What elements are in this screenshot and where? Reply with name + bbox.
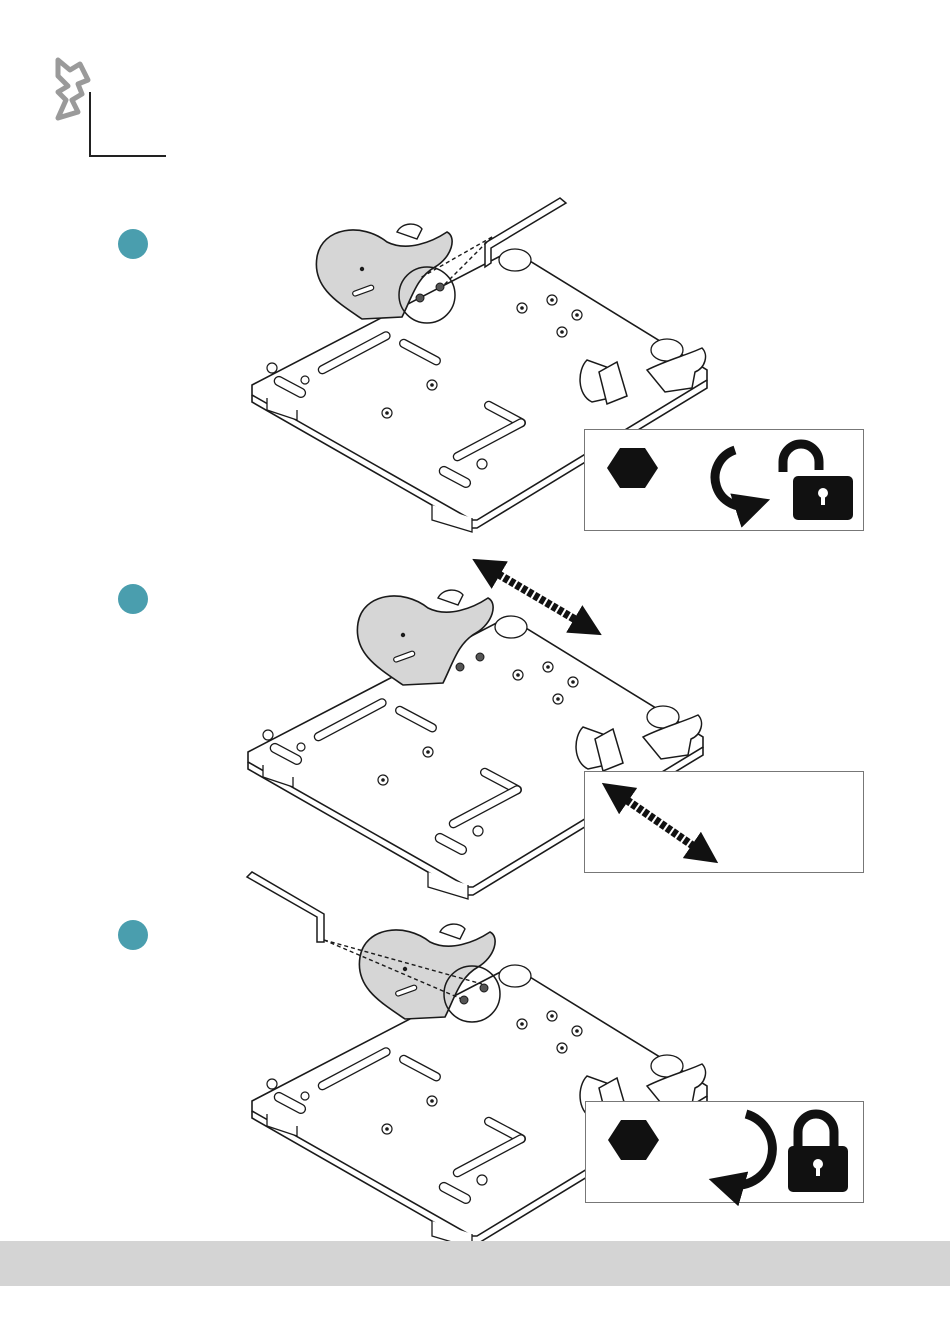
step-1-marker xyxy=(118,229,148,259)
step-3-instruction-box xyxy=(585,1101,864,1203)
step-2-marker xyxy=(118,584,148,614)
rotate-clockwise-icon xyxy=(726,1114,772,1185)
corner-frame-horizontal xyxy=(89,155,166,157)
step-1 xyxy=(0,165,950,545)
step-2-instruction-box xyxy=(584,771,864,873)
hexagon-icon xyxy=(608,1120,659,1160)
corner-frame-vertical xyxy=(89,92,91,157)
rotate-counterclockwise-icon xyxy=(715,450,753,506)
step-2 xyxy=(0,555,950,885)
hexagon-icon xyxy=(607,448,658,488)
step-1-instruction-box xyxy=(584,429,864,531)
step-3-marker xyxy=(118,920,148,950)
step-3 xyxy=(0,872,950,1212)
lock-icon xyxy=(788,1114,848,1192)
double-arrow-icon xyxy=(615,792,705,854)
footer-bar xyxy=(0,1241,950,1286)
unlock-icon xyxy=(783,444,853,520)
